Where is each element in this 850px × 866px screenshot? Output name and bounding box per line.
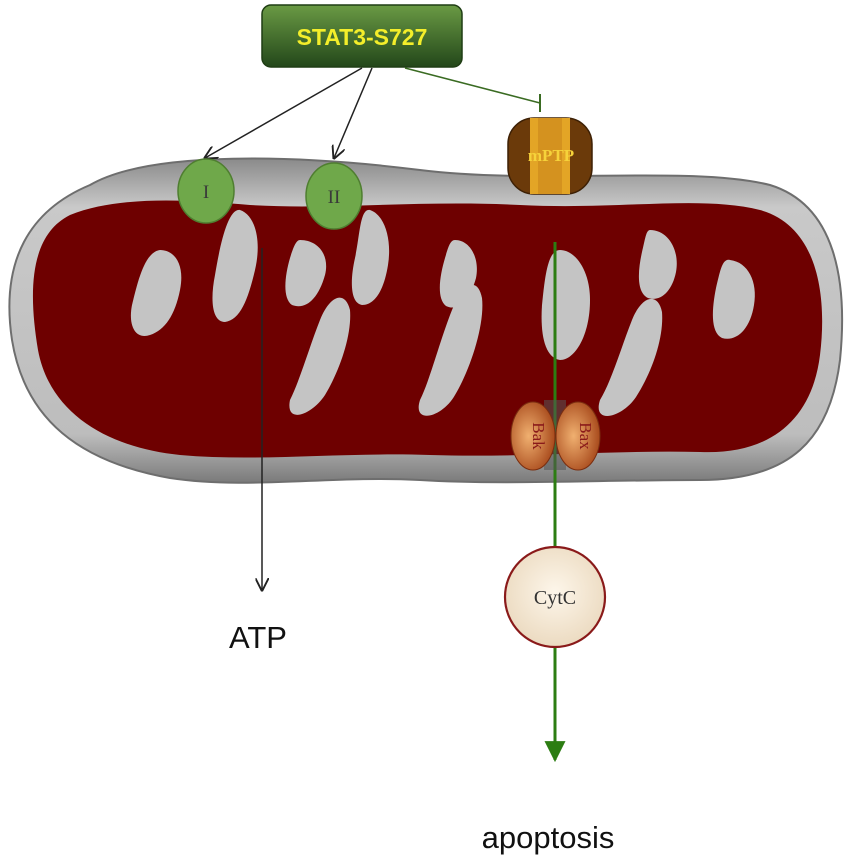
edge-stat3-to-complex-i (205, 67, 363, 158)
bak-label: Bak (529, 422, 548, 450)
apoptosis-label: apoptosis (482, 820, 615, 855)
cristae (130, 209, 755, 416)
edge-stat3-to-complex-ii (334, 67, 373, 158)
complex-ii-label: II (328, 187, 341, 208)
bak-ellipse (510, 401, 556, 471)
cytc-label: CytC (534, 587, 576, 609)
atp-label: ATP (229, 620, 287, 655)
edge-stat3-inhibits-mptp (404, 67, 541, 112)
mptp-label: mPTP (528, 146, 574, 165)
stat3-box (261, 4, 463, 68)
bak-bax-pore: Bak Bax (510, 400, 601, 471)
complex-ii-node: II (305, 162, 363, 230)
mptp-node: mPTP (507, 117, 593, 195)
complex-ii-ellipse (305, 162, 363, 230)
bax-label: Bax (576, 422, 595, 450)
bax-ellipse (555, 401, 601, 471)
complex-i-node: I (177, 158, 235, 224)
stat3-label: STAT3-S727 (297, 24, 428, 50)
complex-i-ellipse (177, 158, 235, 224)
stat3-node: STAT3-S727 (261, 4, 463, 68)
cytc-node: CytC (503, 545, 607, 649)
complex-i-label: I (203, 182, 209, 203)
